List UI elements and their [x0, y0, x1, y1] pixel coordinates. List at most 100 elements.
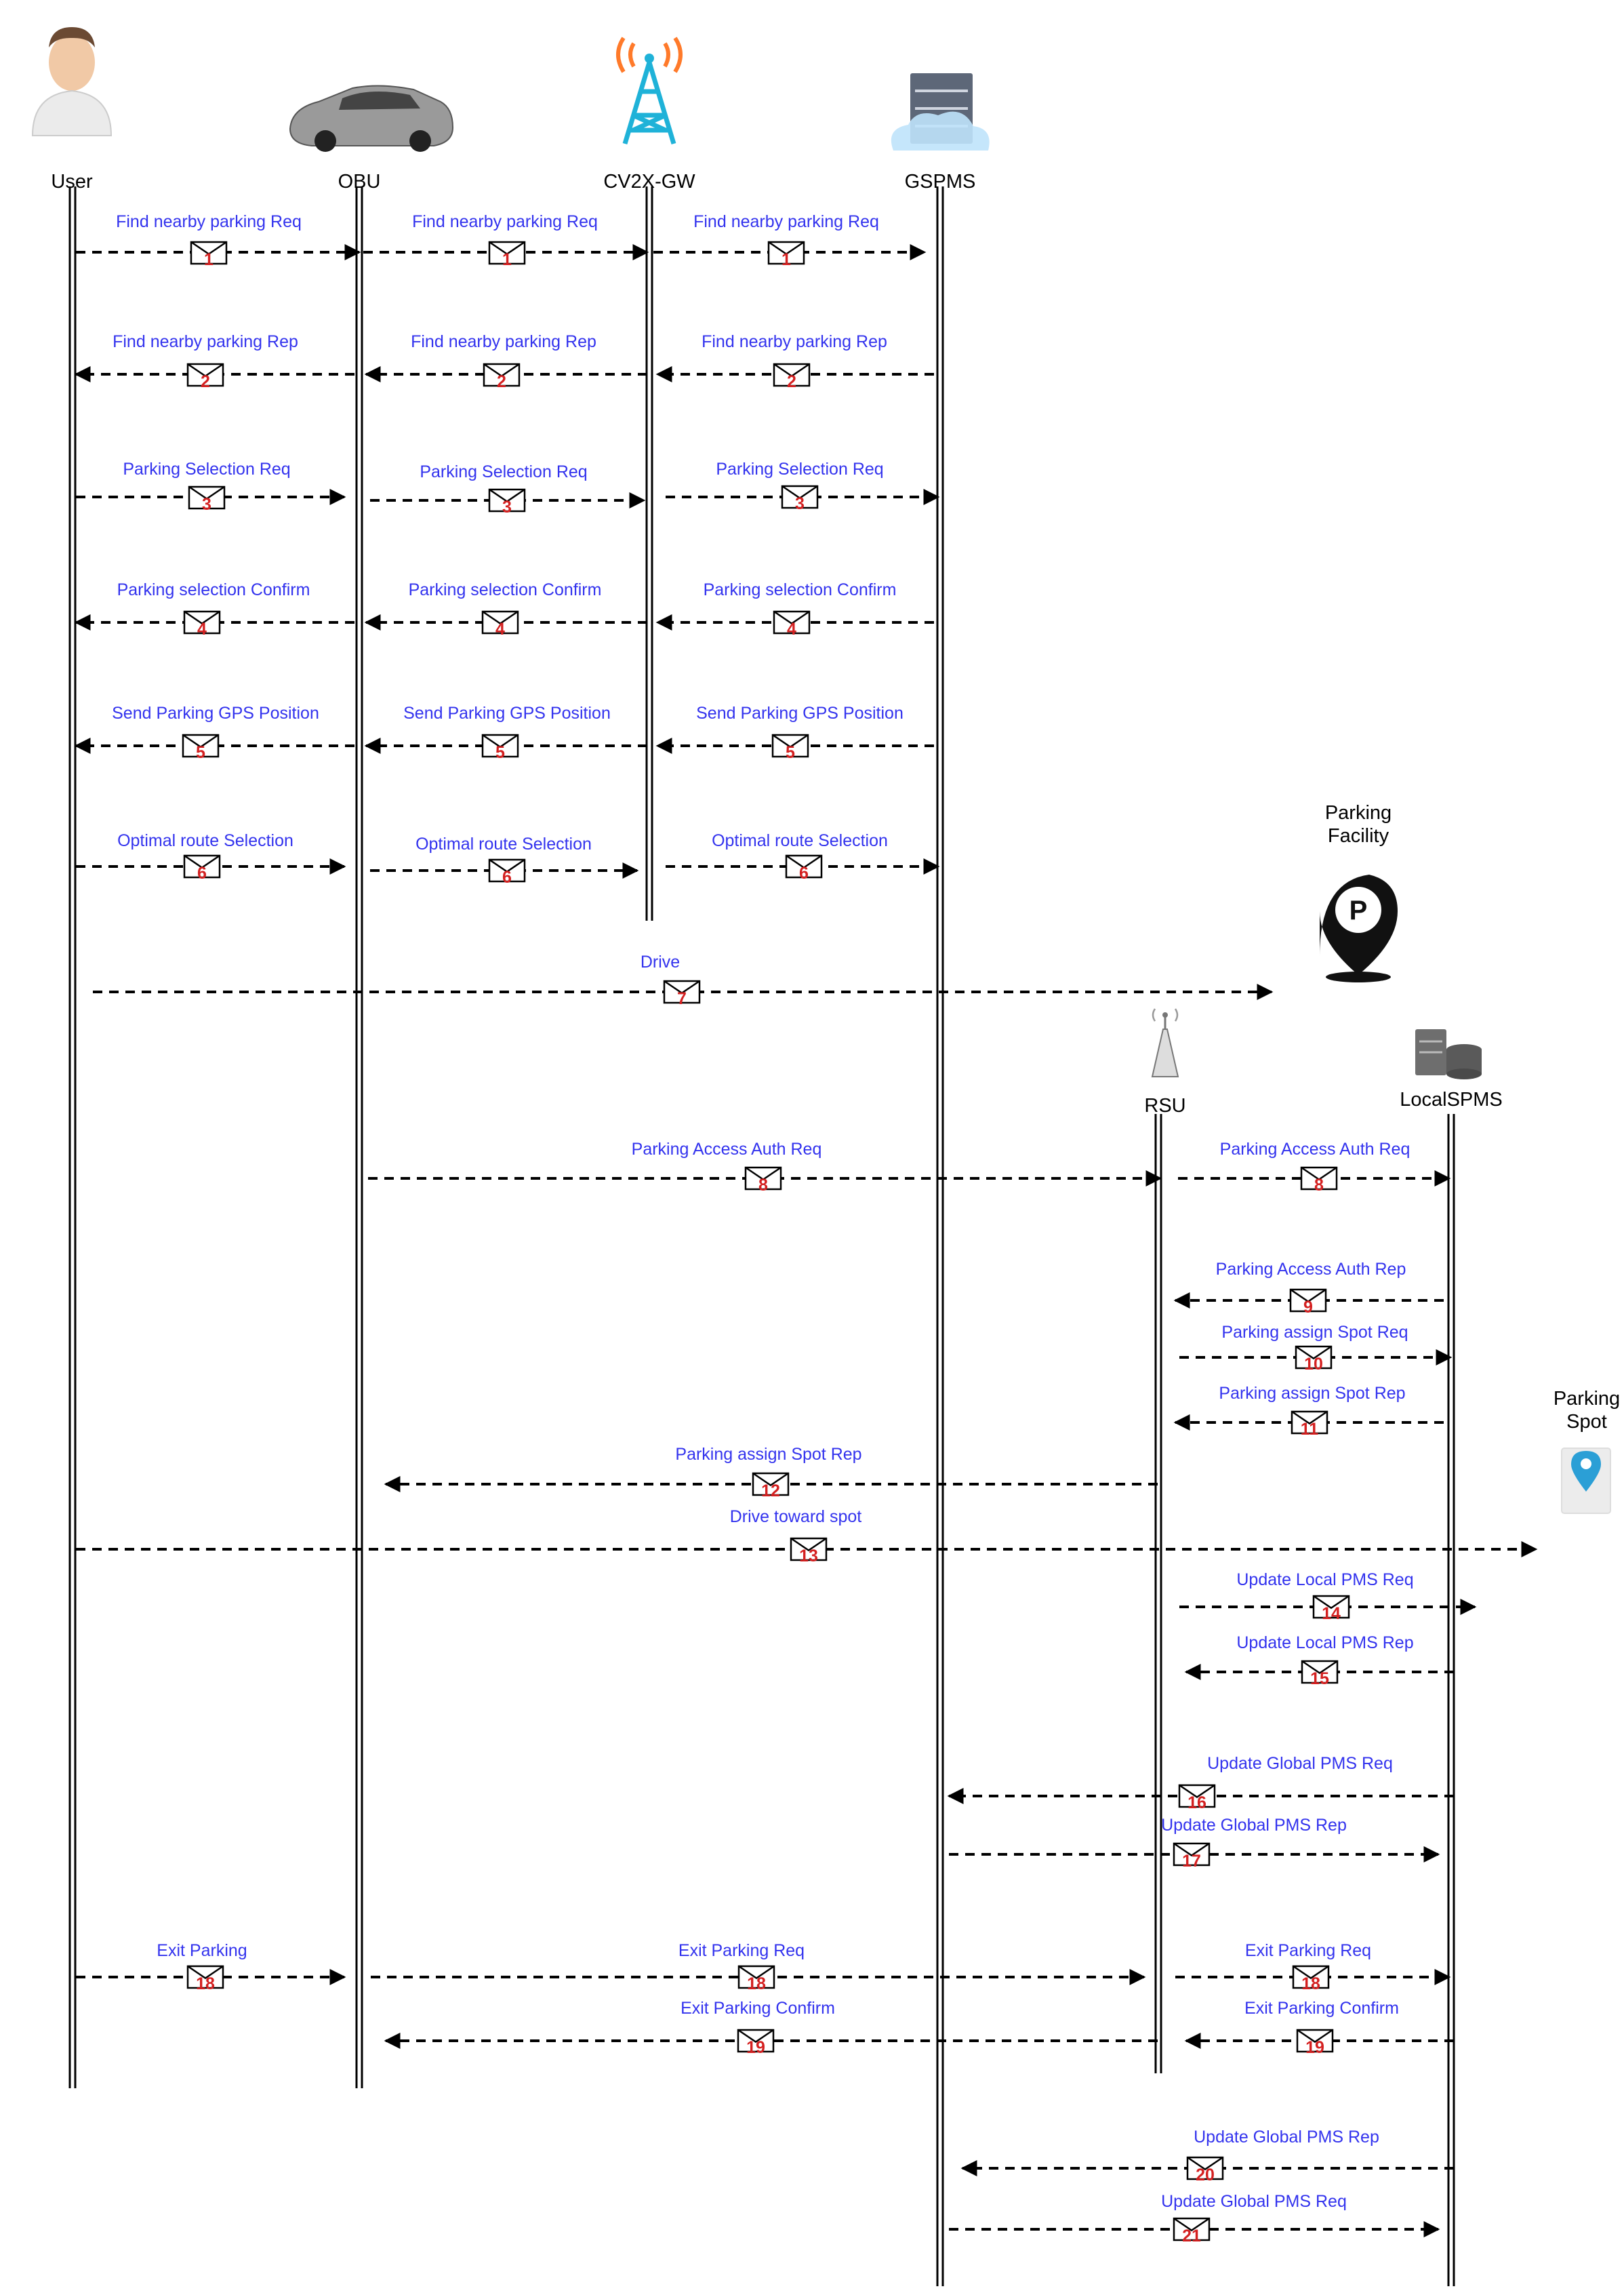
lifeline-obu	[355, 186, 363, 2088]
envelope-icon	[1312, 1595, 1350, 1619]
message-label: Exit Parking Confirm	[681, 1999, 835, 2018]
envelope-icon	[1295, 1345, 1333, 1370]
message-label: Update Global PMS Req	[1161, 2192, 1347, 2211]
message-number: 18	[747, 1974, 766, 1993]
message-number: 20	[1196, 2166, 1215, 2185]
message-number: 1	[204, 250, 214, 269]
parking-pin-icon: P	[1320, 875, 1398, 982]
envelope-icon	[752, 1472, 790, 1496]
message-label: Parking assign Spot Rep	[675, 1445, 861, 1464]
message-label: Send Parking GPS Position	[403, 704, 611, 723]
envelope-icon	[767, 241, 805, 265]
envelope-icon	[771, 734, 809, 758]
message-number: 3	[795, 494, 805, 513]
message-36: Update Global PMS Rep 20	[960, 2128, 1454, 2185]
message-number: 3	[502, 498, 512, 517]
message-number: 4	[197, 620, 207, 639]
message-label: Update Local PMS Rep	[1236, 1633, 1413, 1652]
message-number: 18	[1301, 1974, 1320, 1993]
antenna-icon	[1151, 1008, 1179, 1077]
message-number: 19	[1305, 2038, 1324, 2057]
actor-label-cv2xgw: CV2X-GW	[603, 171, 695, 193]
envelope-icon	[186, 1965, 224, 1989]
message-label: Parking Selection Req	[716, 460, 883, 479]
message-number: 4	[495, 620, 505, 639]
envelope-icon	[737, 1965, 775, 1989]
message-label: Drive	[641, 953, 680, 972]
envelope-icon	[1296, 2029, 1334, 2053]
message-27: Update Local PMS Req 14	[1179, 1570, 1477, 1623]
message-number: 5	[786, 743, 795, 762]
message-number: 11	[1301, 1420, 1319, 1439]
message-label: Send Parking GPS Position	[696, 704, 904, 723]
message-label: Parking Access Auth Rep	[1216, 1260, 1406, 1279]
message-34: Exit Parking Confirm 19	[384, 1999, 1158, 2057]
message-label: Drive toward spot	[730, 1507, 862, 1526]
lifeline-rsu	[1154, 1114, 1162, 2073]
actor-label-obu: OBU	[338, 171, 381, 193]
actor-label-gspms: GSPMS	[905, 171, 976, 193]
message-label: Parking Access Auth Req	[632, 1140, 822, 1159]
message-number: 19	[746, 2038, 765, 2057]
message-label: Update Global PMS Rep	[1194, 2128, 1379, 2147]
envelope-icon	[483, 363, 521, 387]
user-avatar-icon	[31, 27, 113, 136]
message-label: Parking selection Confirm	[704, 580, 897, 599]
message-number: 5	[196, 743, 205, 762]
car-icon	[289, 85, 454, 152]
envelope-icon	[186, 363, 224, 387]
message-number: 21	[1182, 2227, 1201, 2246]
message-number: 18	[196, 1974, 215, 1993]
envelope-icon	[188, 485, 226, 510]
envelope-icon	[663, 980, 701, 1004]
message-number: 6	[502, 868, 512, 887]
message-label: Parking assign Spot Req	[1221, 1323, 1408, 1342]
envelope-icon	[481, 610, 519, 635]
message-label: Optimal route Selection	[117, 831, 293, 850]
message-label: Parking selection Confirm	[117, 580, 310, 599]
envelope-icon	[1178, 1784, 1216, 1808]
message-number: 4	[787, 620, 796, 639]
message-number: 14	[1322, 1604, 1341, 1623]
message-number: 6	[197, 864, 207, 883]
envelope-icon	[1186, 2156, 1224, 2180]
location-pin-icon	[1561, 1448, 1611, 1514]
envelope-icon	[737, 2029, 775, 2053]
message-label: Update Global PMS Req	[1207, 1754, 1393, 1773]
message-number: 9	[1303, 1298, 1313, 1317]
message-label: Update Global PMS Rep	[1161, 1816, 1347, 1835]
lifeline-user	[68, 186, 77, 2088]
server-stack-icon	[1415, 1029, 1482, 1079]
message-label: Exit Parking	[157, 1941, 247, 1960]
message-label: Parking assign Spot Rep	[1219, 1384, 1405, 1403]
message-number: 15	[1310, 1669, 1329, 1688]
envelope-icon	[1173, 1842, 1211, 1867]
message-label: Find nearby parking Rep	[702, 332, 887, 351]
message-label: Send Parking GPS Position	[112, 704, 319, 723]
message-number: 2	[201, 372, 210, 391]
envelope-icon	[190, 241, 228, 265]
envelope-icon	[488, 488, 526, 513]
envelope-icon	[1173, 2217, 1211, 2241]
envelope-icon	[1289, 1288, 1327, 1313]
message-37: Update Global PMS Req 21	[949, 2192, 1440, 2246]
message-24: Parking assign Spot Rep 11	[1173, 1384, 1444, 1439]
message-number: 2	[497, 372, 506, 391]
envelope-icon	[183, 854, 221, 879]
message-label: Update Local PMS Req	[1236, 1570, 1413, 1589]
envelope-icon	[773, 363, 811, 387]
envelope-icon	[183, 610, 221, 635]
